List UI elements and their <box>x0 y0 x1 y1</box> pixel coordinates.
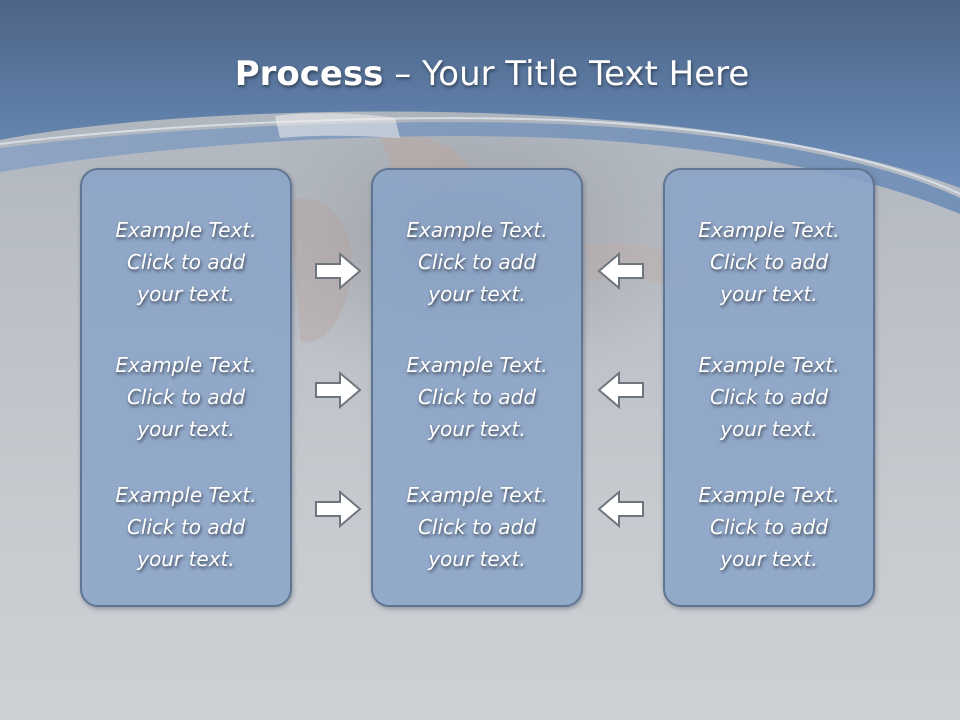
text-block[interactable]: Example Text. Click to add your text. <box>373 349 581 445</box>
left-arrow-icon <box>597 370 644 410</box>
left-process-box[interactable]: Example Text. Click to add your text. Ex… <box>80 168 292 607</box>
text-line: Click to add <box>417 515 537 539</box>
text-line: Click to add <box>709 385 829 409</box>
text-line: Example Text. <box>115 483 257 507</box>
header-highlight <box>0 117 960 195</box>
text-line: your text. <box>720 282 818 306</box>
text-line: Example Text. <box>406 483 548 507</box>
text-block[interactable]: Example Text. Click to add your text. <box>82 349 290 445</box>
text-line: Click to add <box>126 515 246 539</box>
background-photo-shape <box>275 113 400 138</box>
text-block[interactable]: Example Text. Click to add your text. <box>665 479 873 575</box>
text-line: your text. <box>720 547 818 571</box>
title-rest-part: – Your Title Text Here <box>383 54 750 94</box>
text-block[interactable]: Example Text. Click to add your text. <box>82 479 290 575</box>
text-line: Example Text. <box>698 218 840 242</box>
right-arrow-icon <box>315 370 362 410</box>
text-line: your text. <box>428 417 526 441</box>
text-line: your text. <box>720 417 818 441</box>
text-line: Click to add <box>126 250 246 274</box>
text-block[interactable]: Example Text. Click to add your text. <box>665 214 873 310</box>
text-block[interactable]: Example Text. Click to add your text. <box>82 214 290 310</box>
text-line: Example Text. <box>115 218 257 242</box>
text-line: Click to add <box>126 385 246 409</box>
text-line: Example Text. <box>406 353 548 377</box>
right-arrow-icon <box>315 251 362 291</box>
text-block[interactable]: Example Text. Click to add your text. <box>373 214 581 310</box>
right-process-box[interactable]: Example Text. Click to add your text. Ex… <box>663 168 875 607</box>
header-band <box>0 0 960 188</box>
center-process-box[interactable]: Example Text. Click to add your text. Ex… <box>371 168 583 607</box>
text-line: your text. <box>428 547 526 571</box>
text-line: your text. <box>428 282 526 306</box>
text-line: Example Text. <box>698 353 840 377</box>
right-arrow-icon <box>315 489 362 529</box>
left-arrow-icon <box>597 251 644 291</box>
left-arrow-icon <box>597 489 644 529</box>
text-line: Click to add <box>417 385 537 409</box>
text-line: Click to add <box>709 515 829 539</box>
text-line: Click to add <box>417 250 537 274</box>
slide-title[interactable]: Process – Your Title Text Here <box>0 52 960 96</box>
text-line: Example Text. <box>698 483 840 507</box>
title-bold-part: Process <box>234 54 384 94</box>
text-block[interactable]: Example Text. Click to add your text. <box>665 349 873 445</box>
text-line: Example Text. <box>406 218 548 242</box>
text-line: Click to add <box>709 250 829 274</box>
header-swoosh <box>0 122 960 214</box>
text-line: Example Text. <box>115 353 257 377</box>
text-block[interactable]: Example Text. Click to add your text. <box>373 479 581 575</box>
text-line: your text. <box>137 417 235 441</box>
text-line: your text. <box>137 547 235 571</box>
text-line: your text. <box>137 282 235 306</box>
